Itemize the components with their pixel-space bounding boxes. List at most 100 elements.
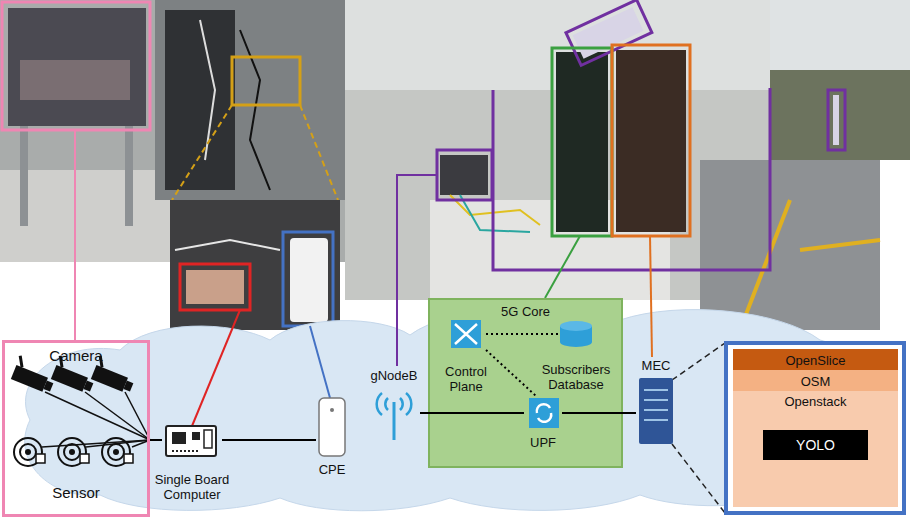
device-wire bbox=[86, 440, 150, 447]
cable bbox=[200, 20, 215, 160]
board-photo bbox=[186, 270, 244, 304]
board-chip bbox=[192, 432, 200, 440]
upf-symbol bbox=[529, 398, 559, 428]
cable bbox=[240, 30, 270, 190]
grass bbox=[770, 70, 910, 160]
board-pins bbox=[172, 450, 200, 452]
zoom-leader bbox=[300, 105, 338, 200]
zoom-leader bbox=[172, 105, 232, 200]
camera-symbol bbox=[51, 356, 98, 395]
antenna-symbol bbox=[393, 402, 396, 440]
sensor-ring bbox=[108, 444, 124, 460]
sensor-ring bbox=[20, 444, 36, 460]
sensor-symbol bbox=[102, 438, 133, 466]
camera-lens bbox=[43, 381, 53, 392]
photo-leader bbox=[192, 310, 240, 426]
layer-band: OpenSlice bbox=[733, 349, 898, 370]
data-link bbox=[222, 439, 316, 441]
database-symbol bbox=[560, 326, 592, 347]
device-group: CameraSensor bbox=[2, 340, 150, 517]
photo-highlight bbox=[828, 90, 845, 150]
control-plane-symbol bbox=[451, 320, 481, 348]
sensor-box bbox=[36, 454, 45, 463]
cpe-led bbox=[330, 408, 334, 412]
device-wire bbox=[42, 440, 150, 447]
layer-band: OSM bbox=[733, 370, 898, 391]
node-label: YOLO bbox=[766, 437, 866, 454]
node-label: Openstack bbox=[736, 394, 896, 409]
photo-inset bbox=[170, 200, 340, 330]
server-slot bbox=[644, 419, 668, 421]
control-plane-arrows bbox=[455, 324, 477, 344]
layer-band: OpenstackYOLO bbox=[733, 391, 898, 507]
device-wire bbox=[125, 392, 150, 440]
camera-mount bbox=[96, 356, 105, 368]
node-label: Subscribers Database bbox=[531, 362, 621, 392]
device-wire bbox=[85, 392, 150, 440]
photo-highlight bbox=[493, 88, 770, 270]
server-photo bbox=[616, 50, 686, 232]
board-node: Single Board Computer bbox=[162, 420, 222, 502]
sensor-box bbox=[124, 454, 133, 463]
photo-leader bbox=[310, 326, 330, 398]
signalling-link bbox=[486, 350, 536, 396]
camera-symbol bbox=[91, 356, 138, 395]
control-plane-node: Control Plane bbox=[446, 318, 486, 394]
upf-arrows bbox=[537, 404, 551, 422]
node-label: gNodeB bbox=[359, 368, 429, 383]
camera-body bbox=[11, 365, 48, 392]
camera-mount bbox=[56, 356, 65, 368]
gnodeb-photo bbox=[440, 155, 488, 195]
antenna-waves bbox=[385, 398, 402, 410]
photo-outdoor bbox=[770, 0, 910, 160]
app-box: YOLO bbox=[763, 430, 868, 460]
machine-part bbox=[20, 60, 130, 100]
sensor-symbol bbox=[14, 438, 45, 466]
sensor-ring bbox=[102, 438, 130, 466]
antenna-photo bbox=[833, 95, 839, 145]
node-label: OSM bbox=[736, 373, 896, 388]
database-top bbox=[560, 321, 592, 331]
sensor-symbol bbox=[58, 438, 89, 466]
photo-highlight bbox=[283, 232, 333, 326]
node-label: MEC bbox=[626, 358, 686, 373]
floor-marking bbox=[740, 200, 790, 330]
camera-symbol bbox=[11, 356, 58, 395]
sensor-ring bbox=[14, 438, 42, 466]
antenna-waves bbox=[377, 393, 412, 415]
camera-mount bbox=[16, 356, 25, 368]
database-node: Subscribers Database bbox=[558, 320, 594, 392]
cpe-node: CPE bbox=[316, 395, 348, 477]
photo-leader bbox=[74, 130, 76, 340]
sensor-ring bbox=[58, 438, 86, 466]
mec-node: MEC bbox=[636, 358, 676, 448]
node-label: Control Plane bbox=[431, 364, 501, 394]
camera-lens bbox=[83, 381, 93, 392]
server-symbol bbox=[639, 378, 673, 444]
server-slot bbox=[644, 409, 668, 411]
cable bbox=[175, 240, 280, 250]
floor-marking bbox=[800, 240, 880, 250]
camera-body bbox=[91, 365, 128, 392]
camera-body bbox=[51, 365, 88, 392]
mec-detail-box bbox=[726, 343, 904, 513]
cabinet bbox=[155, 0, 345, 200]
cpe-symbol bbox=[319, 398, 345, 456]
node-label: 5G Core bbox=[466, 304, 586, 319]
server-slot bbox=[644, 389, 668, 391]
data-link bbox=[150, 439, 162, 441]
cabinet-cables bbox=[165, 10, 235, 190]
signalling-link bbox=[486, 333, 558, 335]
data-link bbox=[562, 412, 636, 414]
photo-highlight bbox=[566, 0, 652, 65]
node-label: Single Board Computer bbox=[142, 472, 242, 502]
node-label: UPF bbox=[518, 435, 568, 450]
server-slot bbox=[644, 399, 668, 401]
server-photo bbox=[556, 52, 608, 232]
board-port bbox=[204, 430, 212, 448]
core-group: 5G CoreControl PlaneSubscribers Database… bbox=[428, 298, 623, 468]
node-label: Sensor bbox=[6, 484, 146, 502]
node-label: Camera bbox=[6, 347, 146, 365]
sensor-core bbox=[113, 449, 119, 455]
